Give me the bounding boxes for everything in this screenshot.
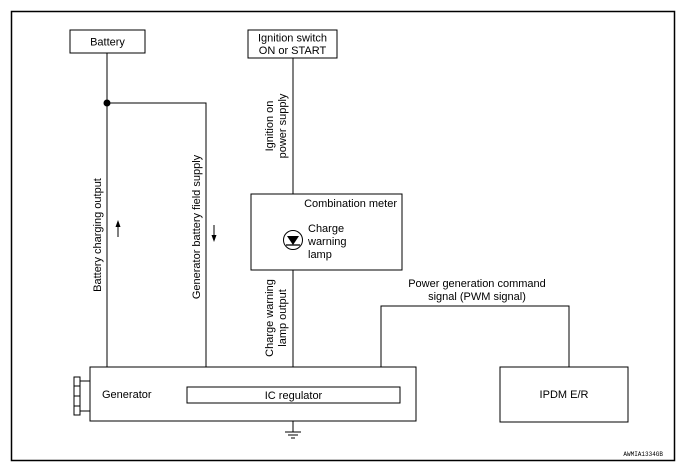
ipdm-box <box>499 366 629 423</box>
arrow-down-icon <box>211 225 217 242</box>
arrow-up-icon <box>115 220 121 237</box>
ignition-switch-box <box>247 29 338 59</box>
power-generation-label-line1: Power generation command <box>408 278 546 290</box>
combination-meter-box <box>250 193 403 271</box>
pulley-icon <box>73 376 90 416</box>
ic-regulator-label: IC regulator <box>265 390 323 402</box>
ipdm-label: IPDM E/R <box>540 389 589 401</box>
charge-warning-output-label-line2: lamp output <box>277 289 289 346</box>
ic-regulator-box <box>186 386 401 404</box>
battery-label: Battery <box>90 37 125 49</box>
charge-warning-lamp-icon <box>283 230 303 250</box>
ignition-switch-label-line1: Ignition switch <box>258 33 327 45</box>
combination-meter-label: Combination meter <box>304 198 397 210</box>
diagram-frame <box>10 10 676 462</box>
battery-box <box>69 29 146 54</box>
junction-dot <box>103 99 111 107</box>
pwm-signal-wire <box>380 305 570 387</box>
power-generation-label-line2: signal (PWM signal) <box>428 291 526 303</box>
field-supply-wire <box>107 102 207 387</box>
ignition-switch-label-line2: ON or START <box>259 45 327 57</box>
battery-charging-output-label: Battery charging output <box>92 178 104 292</box>
charge-warning-lamp-label-line1: Charge <box>308 223 344 235</box>
charge-warning-lamp-label-line2: warning <box>307 236 347 248</box>
charge-warning-output-label-line1: Charge warning <box>264 279 276 357</box>
figure-code: AWMIA1334GB <box>623 451 663 458</box>
generator-battery-field-supply-label: Generator battery field supply <box>191 154 203 299</box>
ignition-on-label-line1: Ignition on <box>264 101 276 152</box>
ground-icon <box>285 421 301 439</box>
generator-label: Generator <box>102 389 152 401</box>
charge-warning-lamp-label-line3: lamp <box>308 249 332 261</box>
ignition-on-label-line2: power supply <box>277 93 289 158</box>
